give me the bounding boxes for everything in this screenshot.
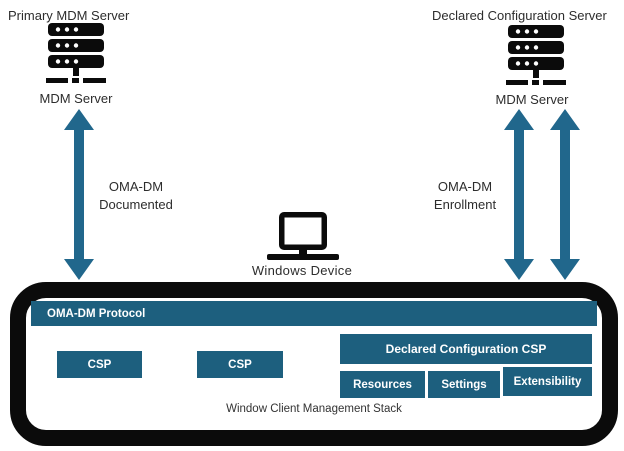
stack-caption: Window Client Management Stack (226, 403, 402, 415)
csp-box: CSP (197, 351, 283, 378)
server-icon (506, 25, 566, 96)
double-arrow-icon (504, 109, 534, 280)
resources-box: Resources (340, 371, 425, 398)
server-icon (46, 23, 106, 94)
device-stack-box: OMA-DM Protocol CSP CSP Declared Configu… (10, 282, 618, 446)
arrow-label-line: OMA-DM (437, 179, 493, 194)
primary-server-label: MDM Server (39, 91, 113, 106)
windows-device-label: Windows Device (251, 263, 353, 278)
oma-dm-protocol-bar: OMA-DM Protocol (31, 301, 597, 326)
extensibility-box: Extensibility (503, 367, 592, 396)
csp-box: CSP (57, 351, 142, 378)
double-arrow-icon (550, 109, 580, 280)
primary-server-title: Primary MDM Server (8, 8, 130, 23)
arrow-label-line: OMA-DM (108, 179, 164, 194)
settings-box: Settings (428, 371, 500, 398)
arrow-label-line: Documented (99, 197, 173, 212)
oma-dm-documented-label: OMA-DM Documented (86, 178, 186, 214)
arrow-label-line: Enrollment (433, 197, 497, 212)
laptop-icon (264, 212, 342, 265)
double-arrow-icon (64, 109, 94, 280)
declared-server-title: Declared Configuration Server (432, 8, 607, 23)
declared-configuration-csp-box: Declared Configuration CSP (340, 334, 592, 364)
declared-server-label: MDM Server (495, 92, 569, 107)
oma-dm-enrollment-label: OMA-DM Enrollment (415, 178, 515, 214)
